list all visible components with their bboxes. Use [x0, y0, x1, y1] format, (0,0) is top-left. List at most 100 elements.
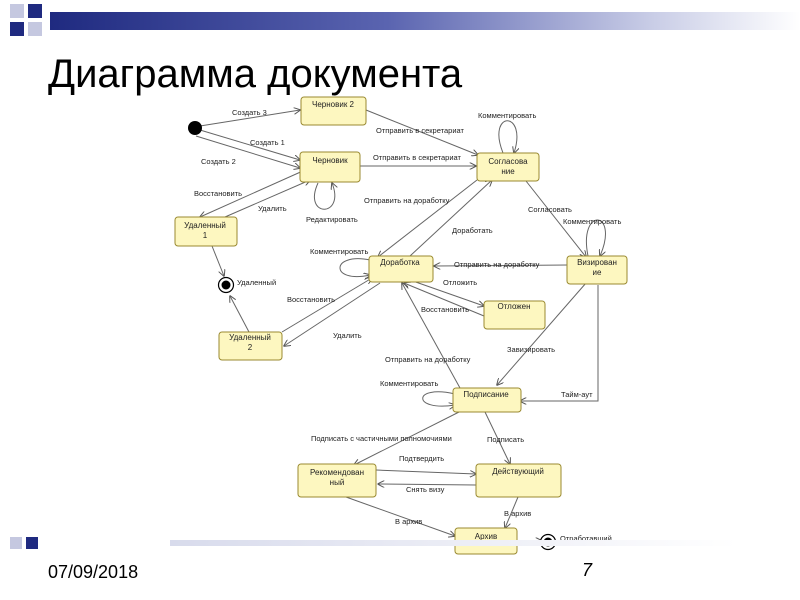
slide-page-number: 7: [582, 560, 593, 580]
state-signing-line1: Подписание: [463, 390, 509, 399]
edge-postpone: [409, 279, 484, 306]
edge-send-secr1: [365, 109, 478, 155]
label-sign-partial: Подписать с частичными полномочиями: [311, 434, 452, 443]
edge-send-rework1: [378, 179, 478, 257]
label-send-rework2: Отправить на доработку: [454, 260, 540, 269]
label-edit: Редактировать: [306, 215, 358, 224]
state-draft2: [300, 96, 367, 126]
state-approval-line2: ние: [501, 167, 515, 176]
deco-square: [10, 4, 24, 18]
label-comment3: Комментировать: [380, 379, 438, 388]
edge-agree: [525, 180, 586, 257]
edge-comment3: [422, 391, 455, 406]
state-postponed: [483, 300, 546, 330]
edge-create2: [195, 135, 300, 168]
state-archive-line1: Архив: [475, 532, 497, 541]
edge-visa: [497, 282, 587, 385]
initial-state: [188, 121, 202, 135]
label-send-rework1: Отправить на доработку: [364, 196, 450, 205]
edge-delete2: [284, 282, 381, 346]
label-delete1: Удалить: [258, 204, 287, 213]
state-deleted2-line1: Удаленный: [229, 333, 271, 342]
state-rework-line1: Доработка: [380, 258, 420, 267]
edge-restore-post: [404, 283, 485, 317]
deco-square: [26, 537, 38, 549]
label-comment-rework: Комментировать: [310, 247, 368, 256]
label-comment1: Комментировать: [478, 111, 536, 120]
label-sign: Подписать: [487, 435, 524, 444]
label-visa: Завизировать: [507, 345, 555, 354]
label-rework-done: Доработать: [452, 226, 493, 235]
state-recommended: [297, 463, 377, 498]
label-send-secr1: Отправить в секретариат: [376, 126, 465, 135]
label-confirm: Подтвердить: [399, 454, 444, 463]
edge-timeout: [520, 285, 599, 401]
label-create2: Создать 2: [201, 157, 236, 166]
state-vizing: [566, 255, 628, 285]
state-vizing-line2: ие: [593, 268, 602, 277]
label-timeout: Тайм-аут: [561, 390, 593, 399]
deco-square: [10, 22, 24, 36]
label-send-rework3: Отправить на доработку: [385, 355, 471, 364]
corner-decoration: [0, 0, 60, 50]
state-deleted1-line2: 1: [203, 231, 208, 240]
edge-restore-to-final: [230, 296, 250, 333]
label-comment2: Комментировать: [563, 217, 621, 226]
state-postponed-line1: Отложен: [497, 302, 530, 311]
label-postpone: Отложить: [443, 278, 477, 287]
label-restore1: Восстановить: [194, 189, 242, 198]
edge-restore2: [281, 278, 372, 333]
state-approval-line1: Согласова: [488, 157, 528, 166]
edge-sign: [484, 411, 510, 464]
edge-rework-done: [409, 180, 492, 257]
edge-deleted-final: [211, 245, 224, 276]
state-recommended-line1: Рекомендован: [310, 468, 364, 477]
edge-edit: [314, 183, 334, 210]
edge-comment-rework: [339, 258, 370, 277]
state-deleted1: [174, 216, 238, 247]
footer-bar: [170, 540, 800, 546]
edge-sign-partial: [354, 409, 464, 465]
label-final-deleted: Удаленный: [237, 278, 276, 287]
edge-remove-visa: [378, 484, 477, 485]
label-restore-post: Восстановить: [421, 305, 469, 314]
state-deleted2-line2: 2: [248, 343, 253, 352]
state-draft: [299, 151, 361, 183]
label-delete2: Удалить: [333, 331, 362, 340]
edge-to-archive2: [505, 496, 519, 528]
edge-comment2: [586, 219, 606, 256]
state-vizing-line1: Визирован: [577, 258, 617, 267]
state-deleted1-line1: Удаленный: [184, 221, 226, 230]
state-deleted2: [218, 331, 283, 361]
footer-decoration: [0, 535, 60, 555]
edge-to-archive1: [345, 496, 455, 536]
edge-create3: [199, 110, 300, 127]
state-active: [475, 463, 562, 498]
label-to-archive1: В архив: [395, 517, 422, 526]
final-state-deleted-dot: [221, 280, 231, 290]
state-draft-line1: Черновик: [312, 156, 348, 165]
edge-send-rework2: [434, 265, 569, 266]
state-rework: [368, 255, 434, 283]
state-draft2-line1: Черновик 2: [312, 100, 355, 109]
label-send-secr2: Отправить в секретариат: [373, 153, 462, 162]
deco-square: [28, 4, 42, 18]
edge-send-rework3: [402, 283, 461, 389]
deco-square: [10, 537, 22, 549]
edge-comment1: [498, 120, 517, 153]
state-approval: [476, 152, 540, 182]
state-signing: [452, 387, 522, 413]
state-recommended-line2: ный: [330, 478, 345, 487]
label-create1: Создать 1: [250, 138, 285, 147]
label-remove-visa: Снять визу: [406, 485, 445, 494]
label-agree: Согласовать: [528, 205, 572, 214]
label-final-worked: Отработавший: [560, 534, 612, 543]
edge-create1: [199, 129, 300, 160]
label-create3: Создать 3: [232, 108, 267, 117]
state-active-line1: Действующий: [492, 467, 544, 476]
slide-title: Диаграмма документа: [48, 52, 463, 96]
deco-square: [28, 22, 42, 36]
edge-restore1: [200, 169, 306, 217]
slide-date: 07/09/2018: [48, 562, 139, 582]
label-to-archive2: В архив: [504, 509, 531, 518]
